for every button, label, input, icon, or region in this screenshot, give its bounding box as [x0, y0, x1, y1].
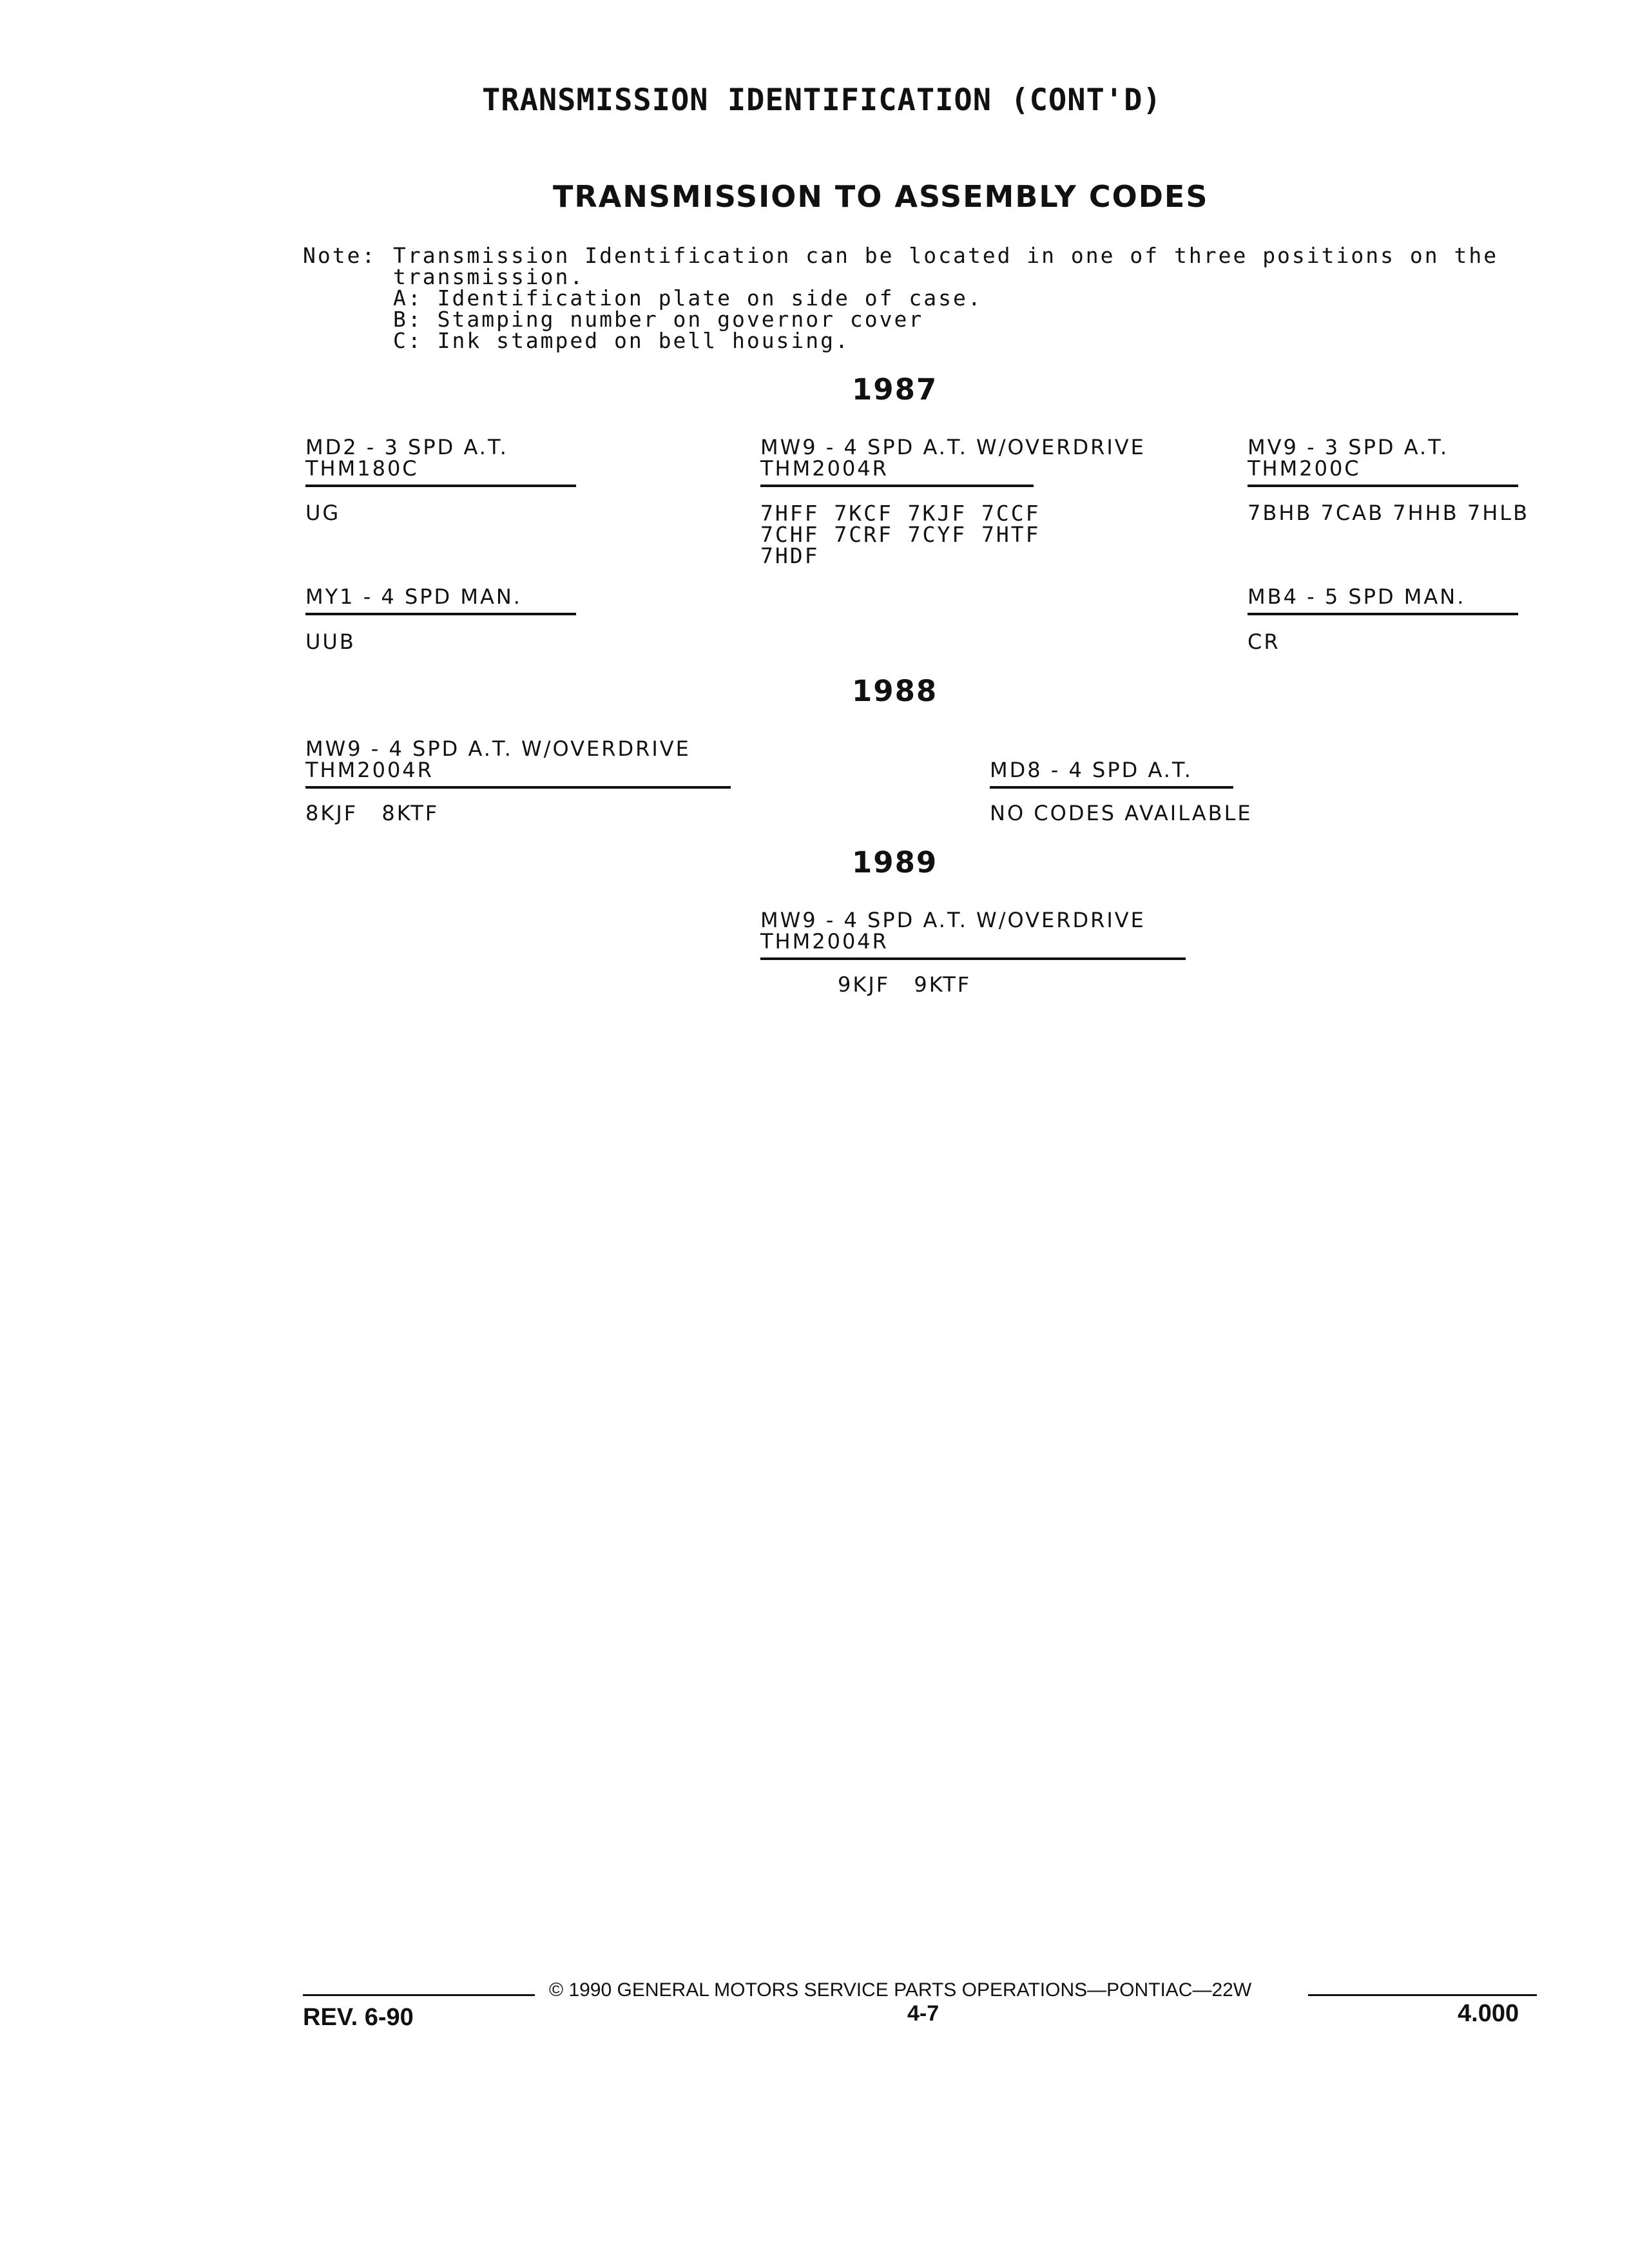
- mw9-1987-codes-2: 7CHF 7CRF 7CYF 7HTF: [760, 522, 1041, 547]
- page-title: TRANSMISSION IDENTIFICATION (CONT'D): [482, 82, 1162, 118]
- year-heading-1989: 1989: [852, 845, 938, 879]
- mw9-1987-codes-3: 7HDF: [760, 543, 820, 568]
- md2-title: MD2 - 3 SPD A.T.: [305, 435, 508, 459]
- mw9-1989-model: THM2004R: [760, 929, 889, 954]
- my1-block: MY1 - 4 SPD MAN.: [305, 586, 576, 615]
- mb4-codes: CR: [1248, 629, 1280, 654]
- md8-codes: NO CODES AVAILABLE: [990, 801, 1253, 825]
- mw9-1989-block: MW9 - 4 SPD A.T. W/OVERDRIVE THM2004R: [760, 910, 1186, 960]
- mw9-1989-title: MW9 - 4 SPD A.T. W/OVERDRIVE: [760, 908, 1146, 932]
- my1-title: MY1 - 4 SPD MAN.: [305, 584, 522, 609]
- mw9-1988-title: MW9 - 4 SPD A.T. W/OVERDRIVE: [305, 736, 691, 761]
- note-line-5: C: Ink stamped on bell housing.: [393, 328, 850, 353]
- year-heading-1987: 1987: [852, 372, 938, 407]
- md2-codes: UG: [305, 501, 341, 525]
- footer-copyright: © 1990 GENERAL MOTORS SERVICE PARTS OPER…: [549, 1979, 1252, 2001]
- mw9-1988-model: THM2004R: [305, 758, 434, 782]
- mw9-1987-block: MW9 - 4 SPD A.T. W/OVERDRIVE THM2004R: [760, 435, 1146, 487]
- mw9-1987-title: MW9 - 4 SPD A.T. W/OVERDRIVE: [760, 435, 1146, 459]
- mw9-1987-model: THM2004R: [760, 456, 889, 481]
- mw9-1988-block: MW9 - 4 SPD A.T. W/OVERDRIVE THM2004R: [305, 738, 731, 789]
- footer-rule-left: [303, 1994, 535, 1996]
- mw9-1987-codes-1: 7HFF 7KCF 7KJF 7CCF: [760, 501, 1041, 526]
- footer-revision: REV. 6-90: [303, 2004, 414, 2031]
- note-line-3: A: Identification plate on side of case.: [393, 285, 983, 311]
- my1-codes: UUB: [305, 629, 356, 654]
- footer-section-number: 4.000: [1458, 2000, 1519, 2027]
- year-heading-1988: 1988: [852, 674, 938, 708]
- note-line-2: transmission.: [393, 264, 585, 289]
- page-subtitle: TRANSMISSION TO ASSEMBLY CODES: [553, 179, 1209, 214]
- mv9-codes: 7BHB 7CAB 7HHB 7HLB: [1248, 501, 1530, 525]
- mv9-block: MV9 - 3 SPD A.T. THM200C: [1248, 437, 1518, 487]
- md8-title: MD8 - 4 SPD A.T.: [990, 758, 1193, 782]
- note-label: Note:: [303, 243, 377, 268]
- mv9-model: THM200C: [1248, 456, 1361, 481]
- note-line-4: B: Stamping number on governor cover: [393, 307, 924, 332]
- md2-model: THM180C: [305, 456, 419, 481]
- mv9-title: MV9 - 3 SPD A.T.: [1248, 435, 1449, 459]
- mw9-1989-codes: 9KJF 9KTF: [838, 972, 972, 997]
- footer-page-number: 4-7: [907, 2001, 940, 2026]
- mb4-block: MB4 - 5 SPD MAN.: [1248, 586, 1518, 615]
- mb4-title: MB4 - 5 SPD MAN.: [1248, 584, 1466, 609]
- mw9-1988-codes: 8KJF 8KTF: [305, 801, 439, 825]
- md8-block: MD8 - 4 SPD A.T.: [990, 760, 1233, 789]
- note-line-1: Transmission Identification can be locat…: [393, 243, 1499, 268]
- footer-rule-right: [1308, 1994, 1537, 1996]
- md2-block: MD2 - 3 SPD A.T. THM180C: [305, 437, 576, 487]
